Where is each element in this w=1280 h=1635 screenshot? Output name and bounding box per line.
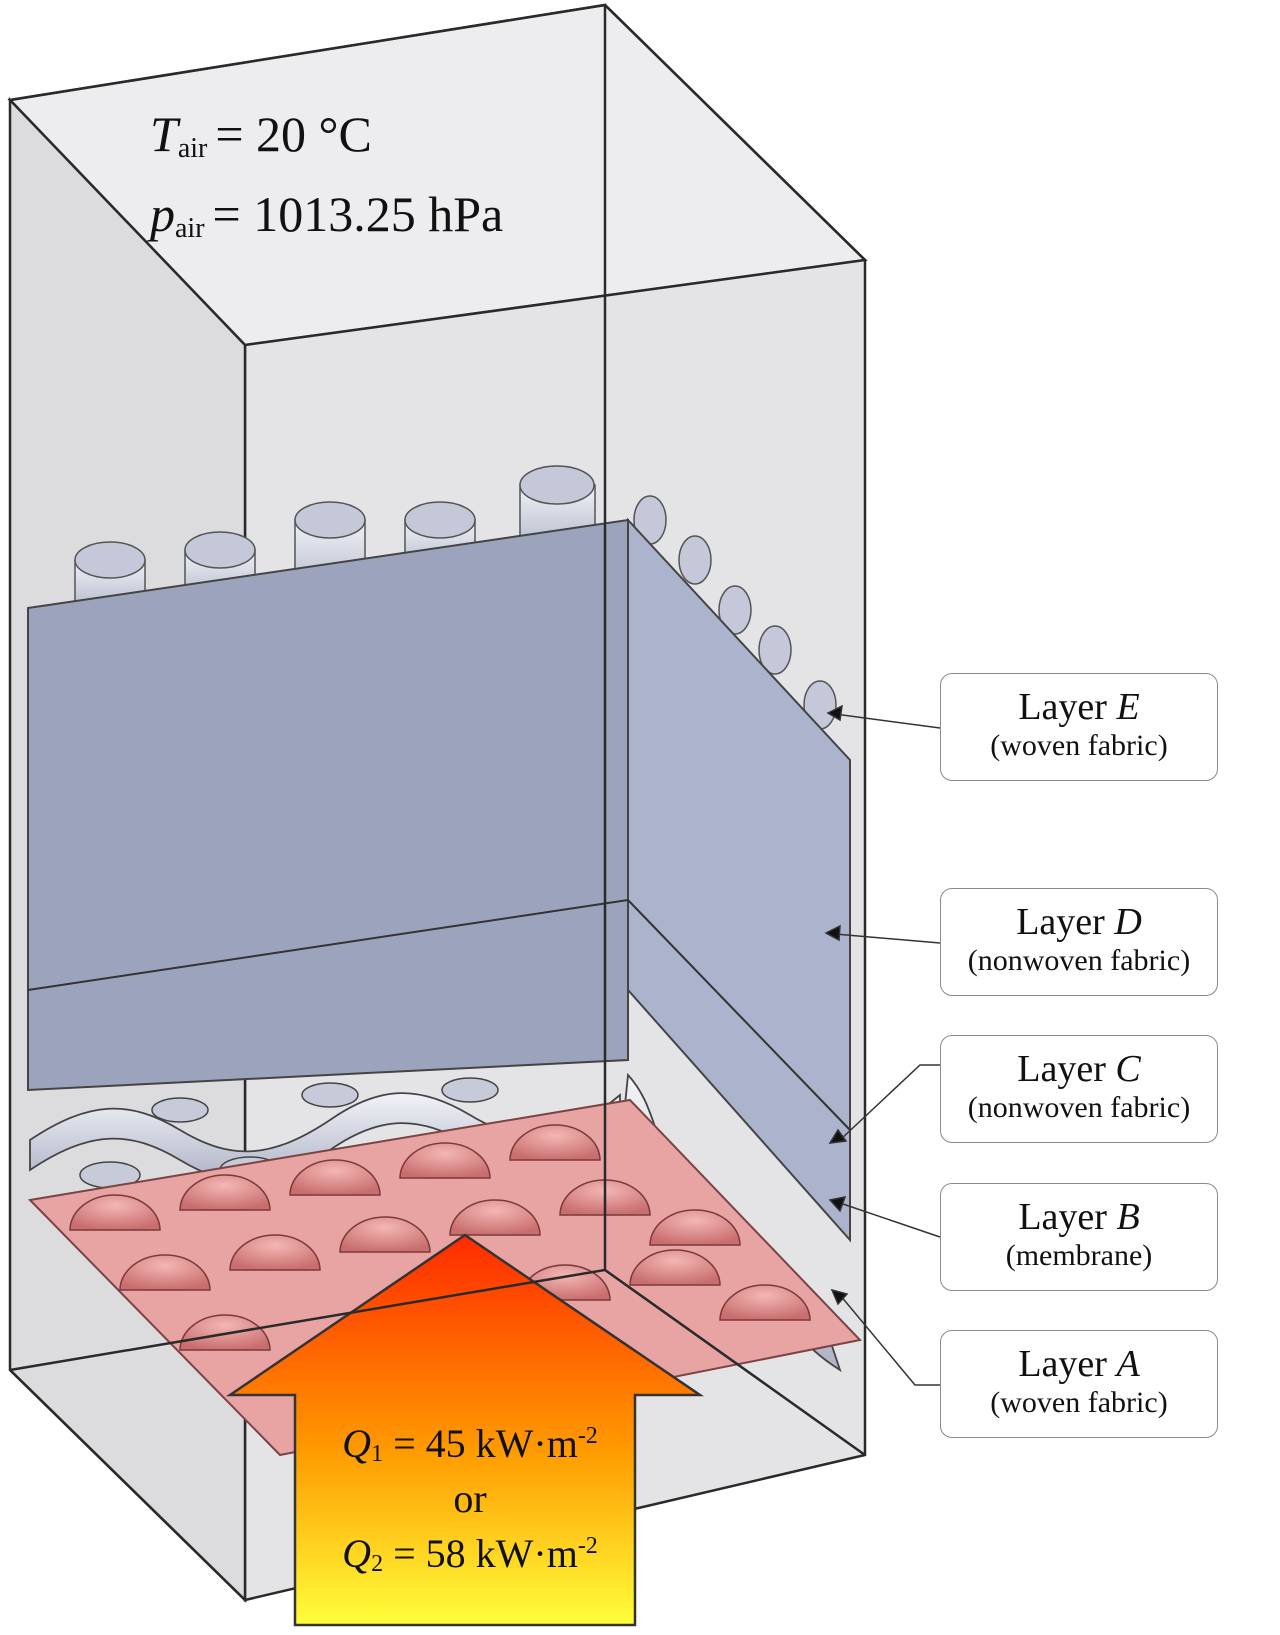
layer-e-letter: E xyxy=(1116,686,1140,728)
q1-symbol: Q xyxy=(342,1421,372,1466)
layer-c-letter: C xyxy=(1115,1048,1141,1090)
layer-d-letter: D xyxy=(1114,901,1142,943)
layer-d-title: Layer xyxy=(1016,901,1105,943)
heat-flux-arrow xyxy=(225,1233,705,1627)
heat-flux-q2: Q2 = 58 kW·m-2 xyxy=(270,1530,670,1578)
layer-a-title: Layer xyxy=(1018,1343,1107,1385)
layer-b-label: Layer B (membrane) xyxy=(940,1183,1218,1291)
layer-a-letter: A xyxy=(1116,1343,1140,1385)
enclosure-front xyxy=(9,3,866,1601)
layer-d-label: Layer D (nonwoven fabric) xyxy=(940,888,1218,996)
layer-b-desc: (membrane) xyxy=(1005,1239,1153,1272)
layer-b-letter: B xyxy=(1116,1196,1140,1238)
q2-subscript: 2 xyxy=(371,1551,384,1577)
heat-flux-q1: Q1 = 45 kW·m-2 xyxy=(270,1420,670,1468)
layer-b-title: Layer xyxy=(1018,1196,1107,1238)
leader-lines xyxy=(824,704,941,1386)
pressure-subscript: air xyxy=(175,213,205,244)
q1-subscript: 1 xyxy=(371,1441,384,1467)
heat-flux-or: or xyxy=(453,1476,487,1521)
layer-d-block xyxy=(27,517,851,1243)
q2-value: = 58 kW·m xyxy=(393,1531,578,1576)
pressure-value: = 1013.25 hPa xyxy=(212,186,504,242)
layer-e-desc: (woven fabric) xyxy=(990,729,1168,762)
air-temperature: Tair= 20 °C xyxy=(150,105,372,165)
layer-c-label: Layer C (nonwoven fabric) xyxy=(940,1035,1218,1143)
pressure-symbol: p xyxy=(150,186,175,242)
layer-c-desc: (nonwoven fabric) xyxy=(967,1091,1191,1124)
layer-d-desc: (nonwoven fabric) xyxy=(967,944,1191,977)
layer-c-title: Layer xyxy=(1017,1048,1106,1090)
q2-exponent: -2 xyxy=(577,1533,598,1559)
layer-a-label: Layer A (woven fabric) xyxy=(940,1330,1218,1438)
q1-exponent: -2 xyxy=(577,1423,598,1449)
air-pressure: pair= 1013.25 hPa xyxy=(150,185,503,245)
temperature-value: = 20 °C xyxy=(215,106,372,162)
temperature-symbol: T xyxy=(150,106,178,162)
layer-e-title: Layer xyxy=(1018,686,1107,728)
temperature-subscript: air xyxy=(177,133,208,164)
layer-e-label: Layer E (woven fabric) xyxy=(940,673,1218,781)
q1-value: = 45 kW·m xyxy=(393,1421,578,1466)
q2-symbol: Q xyxy=(342,1531,372,1576)
layer-a-desc: (woven fabric) xyxy=(990,1386,1168,1419)
